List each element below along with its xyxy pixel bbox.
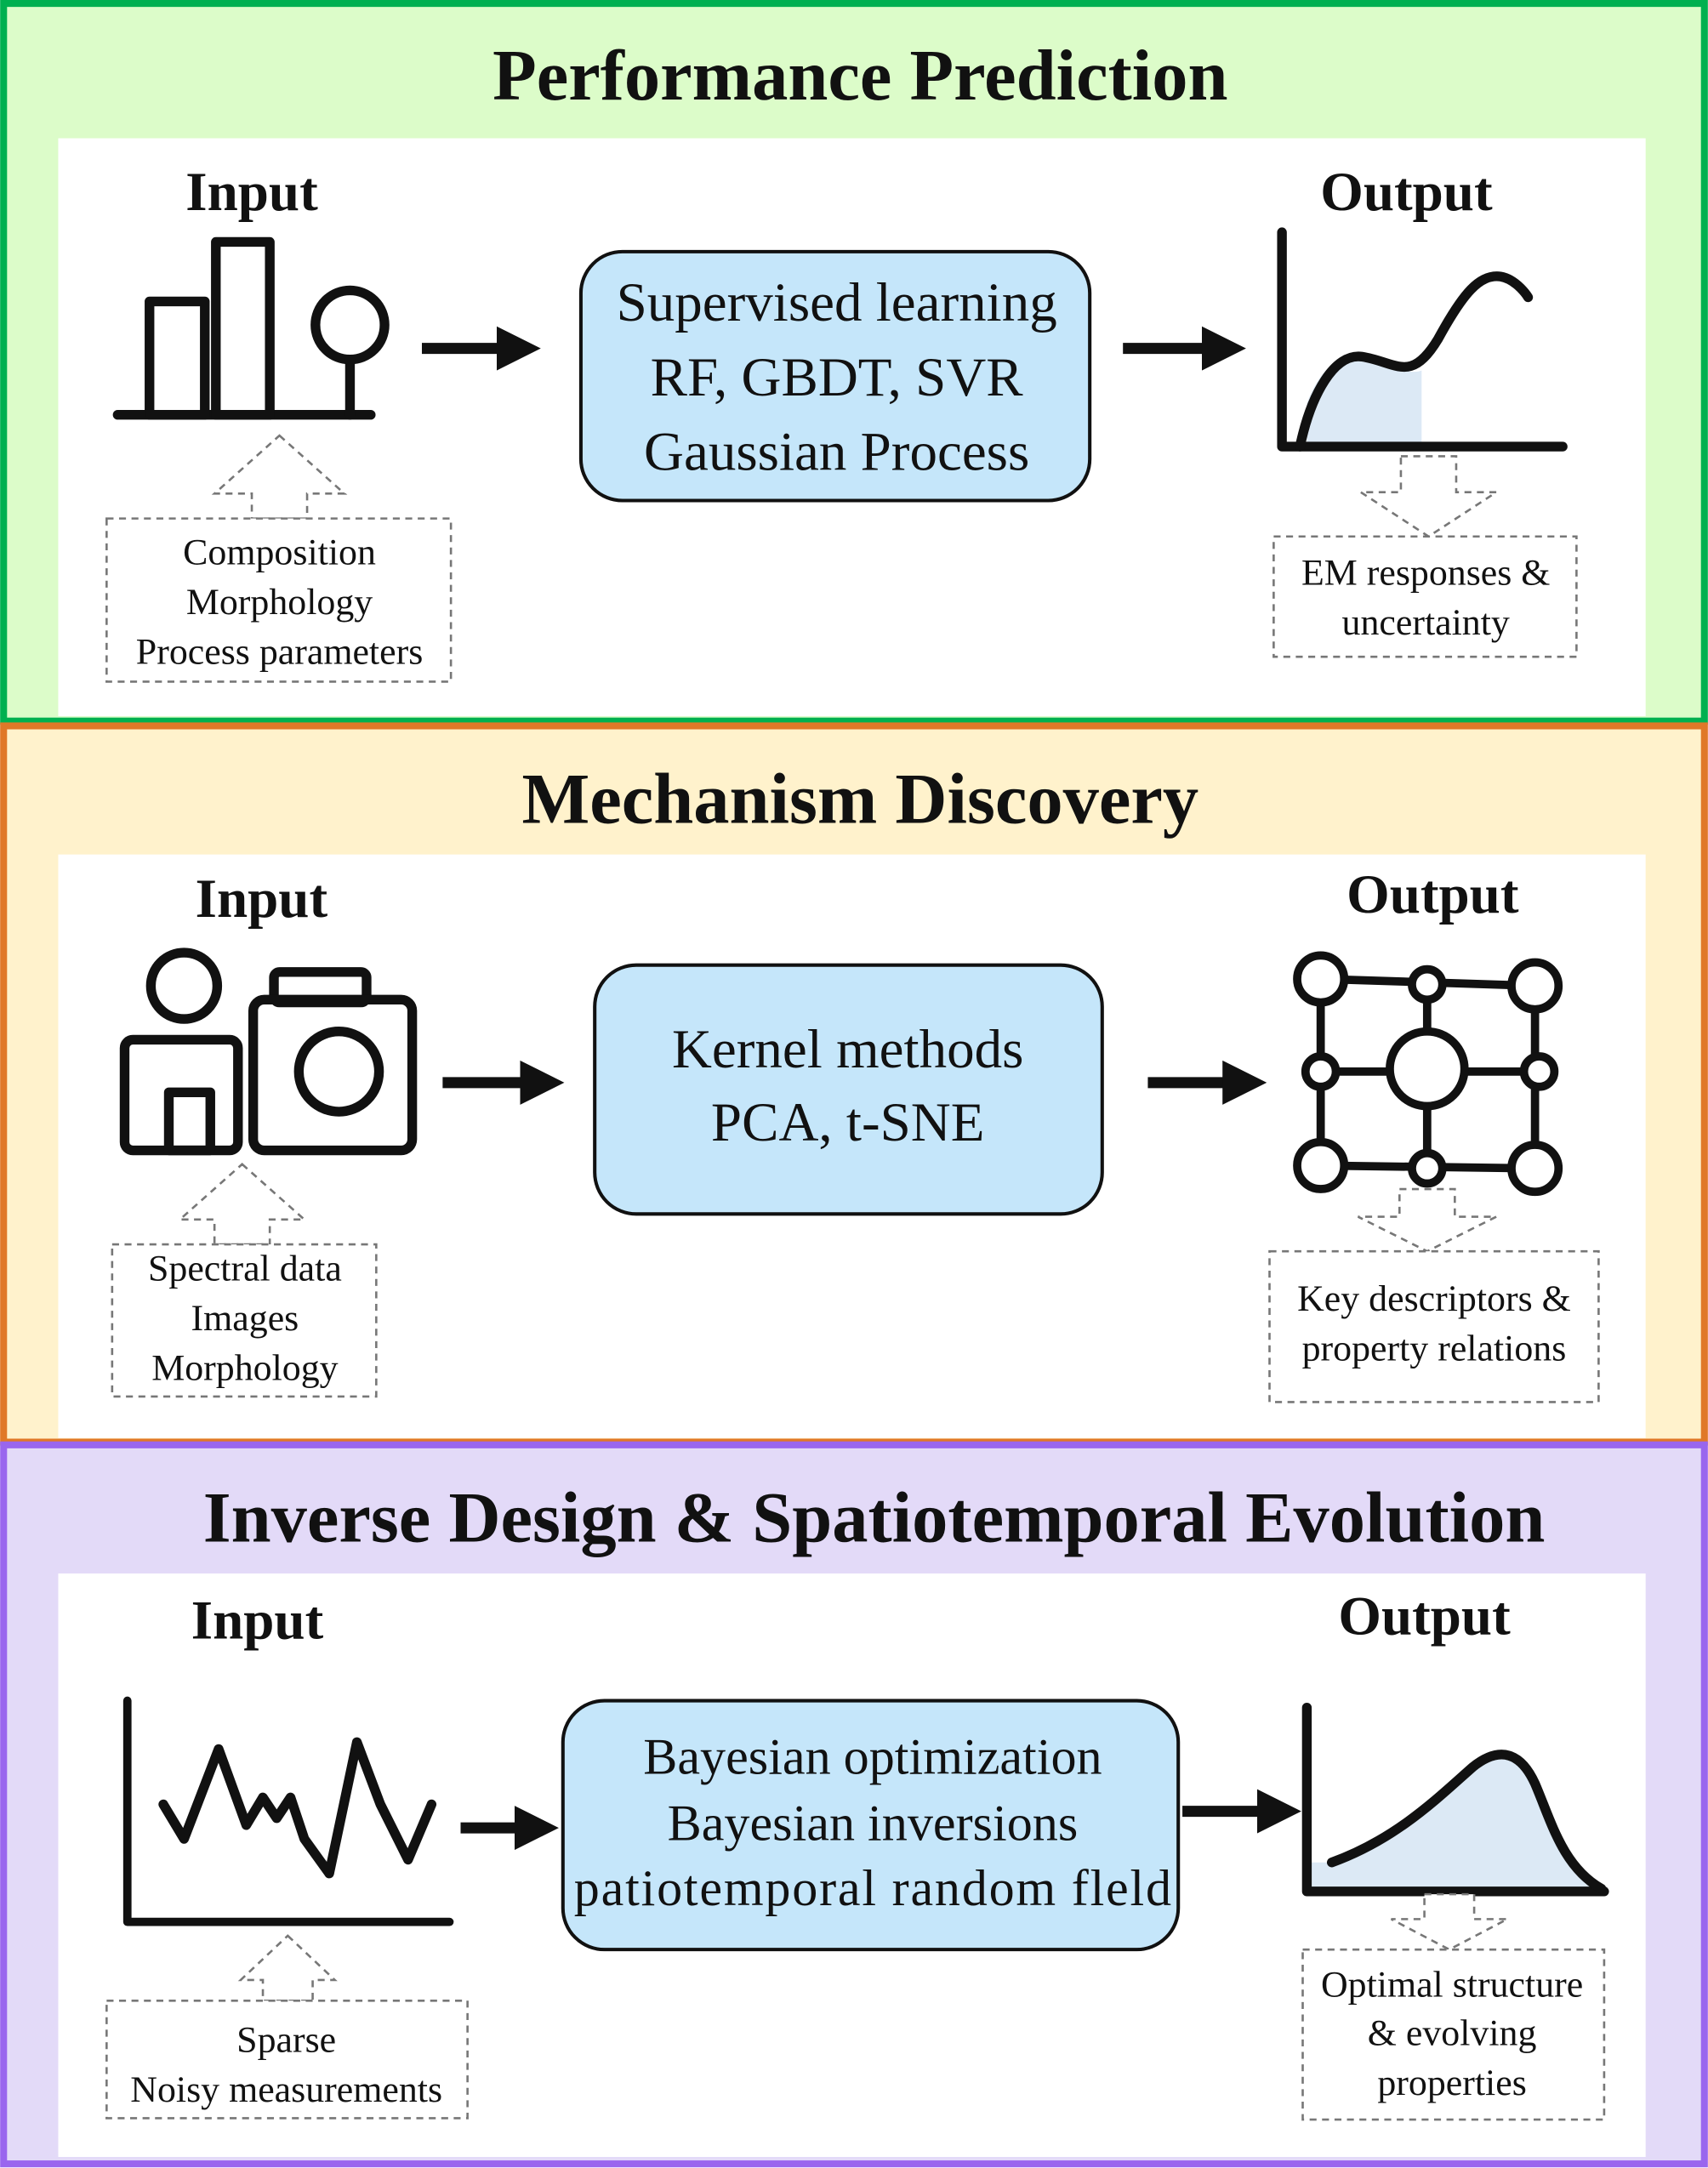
output-notes-box — [1301, 1948, 1606, 2121]
input-notes-box — [105, 517, 453, 683]
output-notes-box — [1268, 1249, 1600, 1403]
method-line: Bayesian optimization — [643, 1729, 1102, 1786]
panel-inverse-design: Inverse Design & Spatiotemporal Evolutio… — [0, 1441, 1708, 2168]
input-notes-box — [105, 1999, 469, 2120]
output-note: Optimal structure — [1321, 1964, 1583, 2005]
output-note: property relations — [1302, 1329, 1567, 1369]
method-box — [593, 963, 1104, 1216]
method-box — [561, 1699, 1181, 1952]
hollow-arrow-up-icon — [177, 1163, 308, 1246]
input-notes-box — [111, 1243, 378, 1398]
method-line: Supervised learning — [617, 272, 1057, 333]
distribution-curve-icon — [1301, 1702, 1609, 1897]
panel-title: Mechanism Discovery — [521, 760, 1198, 839]
method-line: PCA, t-SNE — [711, 1092, 985, 1153]
input-note: Spectral data — [148, 1248, 342, 1289]
hollow-arrow-up-icon — [237, 1934, 338, 2002]
method-line: Gaussian Process — [644, 422, 1029, 483]
hollow-arrow-down-icon — [1357, 455, 1500, 538]
hollow-arrow-down-icon — [1357, 1187, 1497, 1253]
input-note: Process parameters — [136, 631, 423, 672]
network-graph-icon — [1293, 951, 1563, 1197]
response-curve-icon — [1277, 227, 1568, 452]
method-line: Kernel methods — [672, 1019, 1023, 1080]
input-note: Noisy measurements — [130, 2069, 442, 2110]
panel-mechanism-discovery: Mechanism Discovery Input Output Kernel … — [0, 722, 1708, 1446]
output-note: & evolving — [1368, 2012, 1537, 2053]
camera-icon — [248, 967, 418, 1156]
output-label: Output — [1346, 864, 1519, 925]
input-label: Input — [185, 162, 318, 223]
input-note: Morphology — [151, 1347, 338, 1388]
input-label: Input — [196, 868, 328, 930]
method-line: Bayesian inversions — [668, 1795, 1079, 1852]
output-note: Key descriptors & — [1297, 1278, 1571, 1319]
output-label: Output — [1320, 162, 1493, 223]
method-line: RF, GBDT, SVR — [651, 347, 1024, 408]
output-note: properties — [1377, 2063, 1526, 2103]
panel-title: Performance Prediction — [492, 37, 1227, 116]
input-note: Images — [191, 1298, 299, 1339]
bar-chart-icon — [112, 236, 390, 420]
input-note: Morphology — [186, 582, 373, 623]
output-note: uncertainty — [1342, 602, 1510, 643]
output-notes-box — [1272, 535, 1578, 658]
output-note: EM responses & — [1301, 553, 1550, 594]
input-note: Sparse — [236, 2019, 336, 2060]
method-box — [578, 249, 1092, 503]
person-icon — [119, 947, 243, 1156]
output-label: Output — [1338, 1586, 1511, 1647]
panel-performance-prediction: Performance Prediction Input Output Supe… — [0, 0, 1708, 725]
method-line: patiotemporal random fleld — [574, 1860, 1171, 1917]
input-note: Composition — [183, 532, 376, 572]
noisy-signal-icon — [122, 1696, 454, 1926]
input-label: Input — [191, 1590, 324, 1651]
hollow-arrow-down-icon — [1390, 1892, 1508, 1951]
panel-title: Inverse Design & Spatiotemporal Evolutio… — [203, 1479, 1546, 1558]
